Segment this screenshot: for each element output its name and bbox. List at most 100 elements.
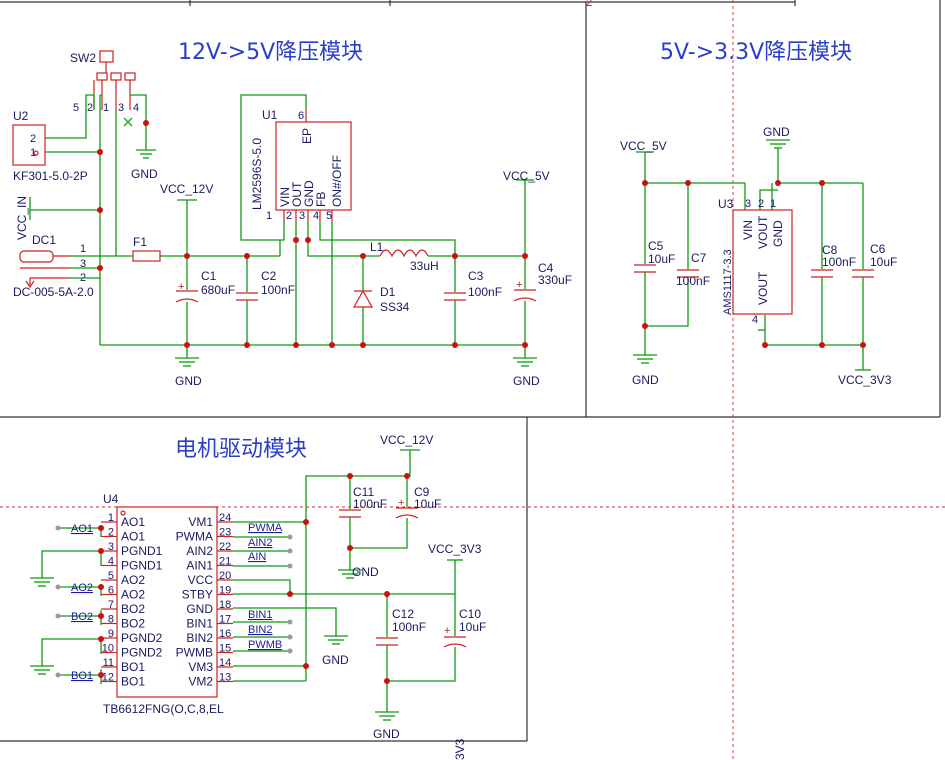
c1-capacitor[interactable]: + C1 680uF [175,256,235,345]
d1-diode[interactable]: D1 SS34 [352,256,410,345]
u4-pin-number: 6 [108,585,114,597]
u3-value: AMS1117-3.3 [722,249,734,315]
u4-pin-name: BO1 [121,660,145,674]
c3-value: 100nF [468,285,502,299]
vcc-5v-flag-left: VCC_5V [503,169,550,183]
c7-capacitor[interactable]: C7 100nF [645,183,710,327]
vcc-in-flag: VCC_IN [15,196,100,240]
c6-value: 10uF [870,255,897,269]
u4-pin-name: AIN1 [186,559,213,573]
u4-pin-number: 19 [219,585,231,597]
net-label-ain2[interactable]: AIN2 [248,537,272,549]
c6-capacitor[interactable]: C6 10uF [852,183,897,370]
u1-pin-vin: VIN [278,187,292,207]
c4-value: 330uF [538,273,572,287]
c11-capacitor[interactable]: C11 100nF [339,476,387,570]
u4-pin-number: 18 [219,599,231,611]
c3-capacitor[interactable]: C3 100nF [444,256,502,345]
u4-tb6612[interactable]: U4 TB6612FNG(O,C,8,EL [103,492,224,716]
c1-value: 680uF [201,283,235,297]
c10-value: 10uF [459,620,486,634]
u4-pin-name: BO2 [121,602,145,616]
title-motor-driver: 电机驱动模块 [175,437,307,462]
sheet-frame: 2 [0,0,941,742]
c4-capacitor[interactable]: + C4 330uF [513,180,572,345]
u1-pin-4: 4 [313,210,319,222]
gnd-rail-12v: GND GND [100,344,540,388]
u4-pin-name: AO2 [121,573,145,587]
c6-ref: C6 [870,242,886,256]
vcc-5v-label-left: VCC_5V [503,169,550,183]
u4-pin-number: 8 [108,614,114,626]
svg-text:+: + [444,625,450,637]
c4-ref: C4 [538,261,554,275]
svg-text:+: + [178,281,184,293]
net-label-pwma[interactable]: PWMA [248,522,283,534]
u4-pin-number: 20 [219,570,231,582]
gnd-label-u4: GND [322,653,349,667]
u4-pin-number: 3 [108,541,114,553]
sw2-pin-1: 1 [103,102,109,114]
c8-capacitor[interactable]: C8 100nF [811,183,856,345]
u3-ams1117[interactable]: U3 VIN VOUT GND VOUT AMS1117-3.3 3 2 1 4 [718,197,793,326]
c12-capacitor[interactable]: C12 100nF [376,594,426,712]
net-label-bin1[interactable]: BIN1 [248,609,272,621]
gnd-symbol: GND [131,149,158,181]
d1-ref: D1 [380,285,396,299]
net-label-bo1[interactable]: BO1 [71,670,93,682]
u1-pin-ep: EP [300,128,314,144]
u4-pin-name: AIN2 [186,544,213,558]
net-label-ain[interactable]: AIN [248,551,266,563]
c11-value: 100nF [353,497,387,511]
f1-ref: F1 [133,235,147,249]
c5-ref: C5 [648,239,664,253]
u4-pin-number: 10 [102,643,114,655]
net-label-bin2[interactable]: BIN2 [248,624,272,636]
dc1-ref: DC1 [32,233,56,247]
u4-pin-name: VM3 [188,660,213,674]
dc1-value: DC-005-5A-2.0 [13,285,94,299]
vcc-3v3-label-right: VCC_3V3 [838,373,892,387]
u4-pin-name: AO2 [121,588,145,602]
c1-ref: C1 [201,269,217,283]
u1-pin-1: 1 [266,210,272,222]
u2-connector[interactable]: U2 2 1 KF301-5.0-2P [12,109,88,183]
c2-capacitor[interactable]: C2 100nF [236,256,295,345]
u3-pin-vout: VOUT [756,215,770,249]
svg-text:+: + [398,497,404,509]
u4-pin-number: 22 [219,541,231,553]
dc1-jack[interactable]: DC1 1 3 2 DC-005-5A-2.0 [13,233,94,299]
f1-fuse[interactable]: F1 [132,235,161,262]
u4-pin-name: PGND2 [121,646,163,660]
u4-value: TB6612FNG(O,C,8,EL [103,702,224,716]
u4-pin-number: 9 [108,628,114,640]
vcc-5v-flag-right: VCC_5V [620,139,667,183]
frame-col-mark: 2 [586,0,592,9]
u4-pin-name: VM2 [188,675,213,689]
net-label-ao1[interactable]: AO1 [71,523,93,535]
gnd-label-c4: GND [513,374,540,388]
vcc-5v-label-right: VCC_5V [620,139,667,153]
c9-capacitor[interactable]: + C9 10uF [350,476,441,549]
sw2-pin-5: 5 [73,102,79,114]
net-label-ao2[interactable]: AO2 [71,582,93,594]
u4-pin-name: PWMA [176,530,213,544]
u4-pin-name: BIN2 [186,631,213,645]
gnd-label-c11: GND [352,565,379,579]
u4-pin-number: 12 [102,672,114,684]
c5-capacitor[interactable]: C5 10uF [634,183,675,355]
net-label-bo2[interactable]: BO2 [71,611,93,623]
u4-pin-name: PGND1 [121,559,163,573]
l1-value: 33uH [410,259,439,273]
c10-capacitor[interactable]: + C10 10uF [387,594,486,682]
gnd-label-c1: GND [175,374,202,388]
net-label-pwmb[interactable]: PWMB [248,639,282,651]
c5-value: 10uF [648,252,675,266]
l1-inductor[interactable]: L1 33uH [370,240,525,273]
dc1-pin-3: 3 [80,258,86,270]
u4-pin-number: 7 [108,599,114,611]
u1-lm2596[interactable]: U1 LM2596S-5.0 VIN OUT GND FB ON#/OFF EP… [250,108,352,222]
vcc-12v-label-top: VCC_12V [160,182,213,196]
u3-pin-3: 3 [745,198,751,210]
